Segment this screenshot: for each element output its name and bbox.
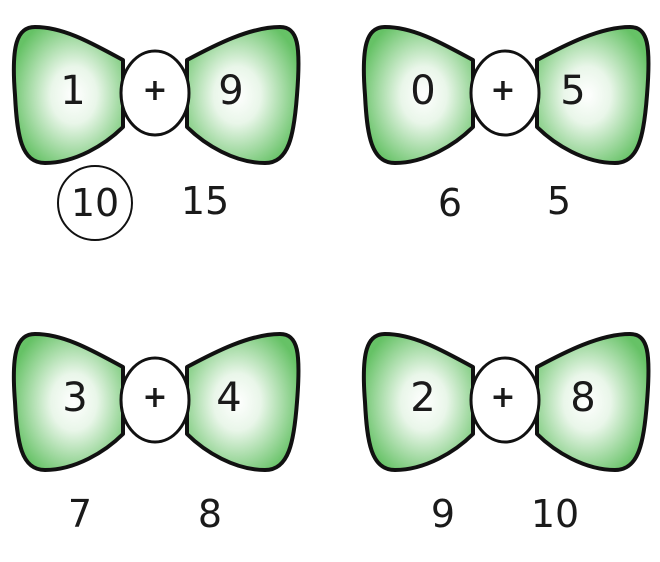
plus-sign: + [490,380,516,415]
addend-left: 1 [60,68,86,114]
answer-choice-2[interactable]: 10 [530,492,580,536]
bow-right-wing [535,25,651,165]
answer-choice-2[interactable]: 5 [546,179,572,223]
bow-tie-graphic [11,332,301,472]
answer-choice-1[interactable]: 7 [67,492,93,536]
addend-left: 3 [62,375,88,421]
bow-right-wing [185,332,301,472]
bow-right-wing [185,25,301,165]
plus-sign: + [142,73,168,108]
bow-left-wing [11,332,125,472]
addend-right: 5 [560,68,586,114]
bow-tie-graphic [11,25,301,165]
bow-left-wing [361,332,475,472]
addend-left: 0 [410,68,436,114]
bow-knot [119,49,191,137]
answer-choice-1[interactable]: 10 [70,181,120,225]
problem-3: 3 + 4 7 8 [5,322,305,562]
bow-knot [119,356,191,444]
addend-right: 9 [218,68,244,114]
addend-right: 4 [216,375,242,421]
bow-left-wing [361,25,475,165]
problem-2: 0 + 5 6 5 [355,15,655,255]
bow-left-wing [11,25,125,165]
addend-left: 2 [410,375,436,421]
answer-choice-2[interactable]: 15 [180,179,230,223]
bow-tie-graphic [361,332,651,472]
answer-choice-1[interactable]: 9 [430,492,456,536]
problem-1: 1 + 9 10 15 [5,15,305,255]
bow-knot [469,356,541,444]
plus-sign: + [142,380,168,415]
bow-knot [469,49,541,137]
bow-right-wing [535,332,651,472]
answer-choice-1[interactable]: 6 [437,181,463,225]
bow-tie-graphic [361,25,651,165]
answer-circle-mark [57,165,133,241]
answer-choice-2[interactable]: 8 [197,492,223,536]
plus-sign: + [490,73,516,108]
problem-4: 2 + 8 9 10 [355,322,655,562]
addend-right: 8 [570,375,596,421]
